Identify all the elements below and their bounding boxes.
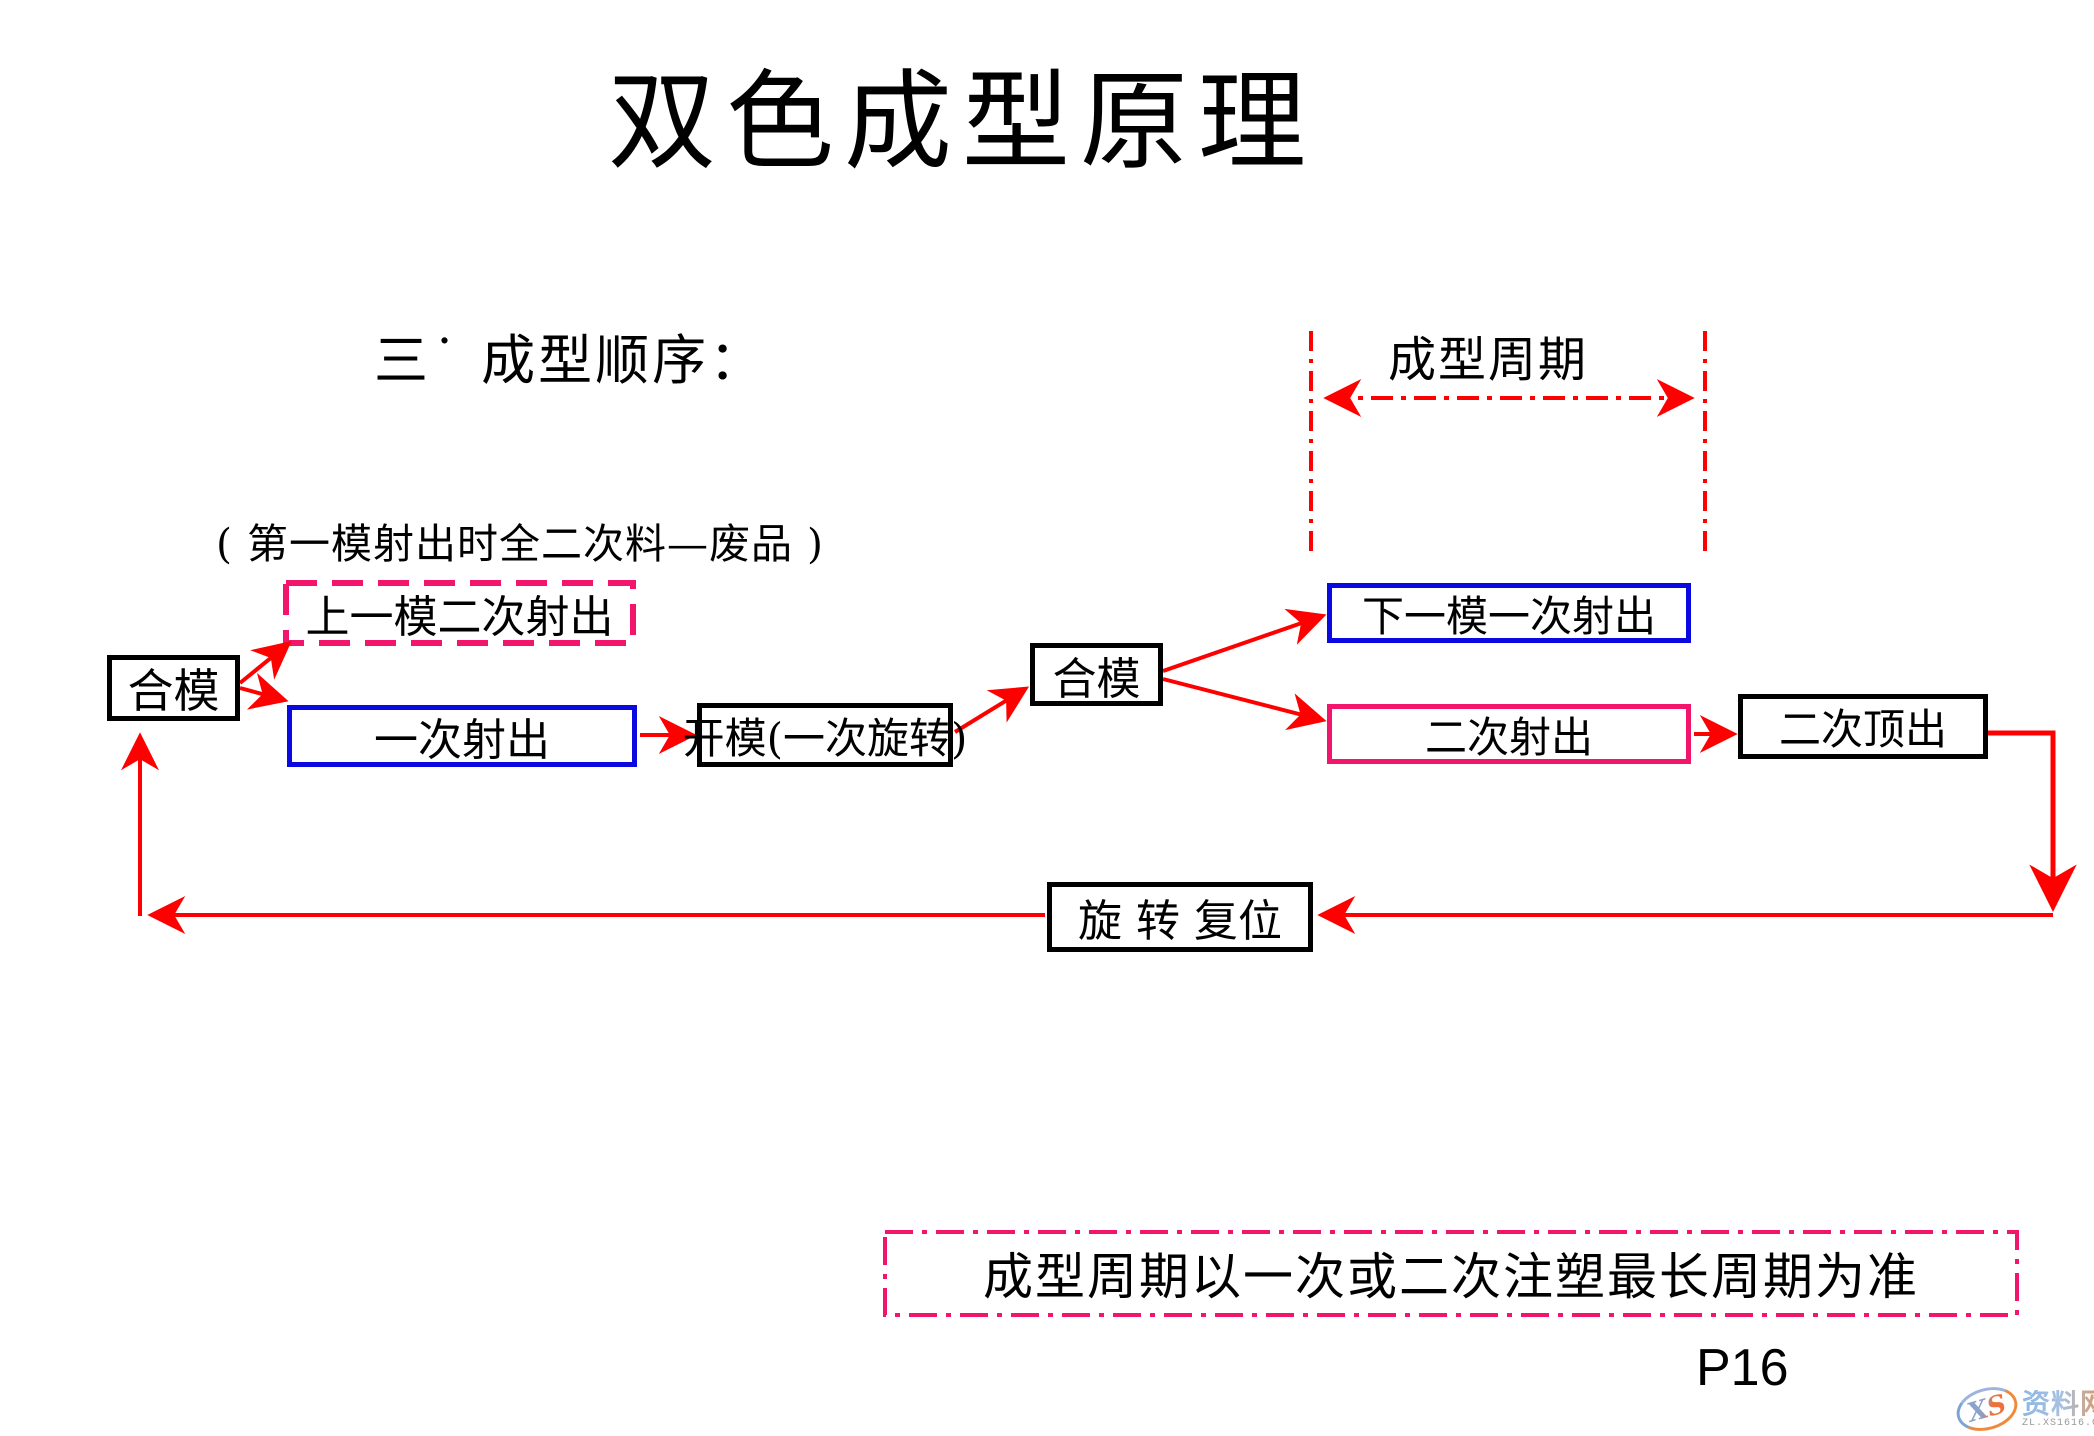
box-second-shot-label: 二次射出 — [1424, 712, 1593, 762]
cycle-footnote: 成型周期以一次或二次注塑最长周期为准 — [983, 1248, 1919, 1306]
box-clamp-2-label: 合模 — [1052, 653, 1141, 705]
box-clamp-1-label: 合模 — [127, 664, 220, 718]
box-rotate-reset: 旋 转 复位 — [1047, 882, 1313, 952]
watermark-text-block: 资料网 ZL.XS1616.COM — [2022, 1389, 2094, 1429]
scrap-note: ( 第一模射出时全二次料—废品 ) — [216, 520, 825, 568]
box-first-shot-label: 一次射出 — [374, 715, 550, 766]
arrow-clamp1-to-first-shot — [239, 672, 289, 710]
page-number: P16 — [1696, 1339, 1789, 1397]
box-prev-mold-second-shot-label: 上一模二次射出 — [305, 592, 614, 643]
watermark-logo-oval: XS — [1951, 1380, 2023, 1436]
box-second-shot: 二次射出 — [1327, 704, 1691, 764]
prev-mold-second-shot-frame — [283, 580, 636, 646]
arrow-open-mold-to-clamp2 — [953, 686, 1030, 734]
arrow-clamp2-to-second-shot — [1162, 677, 1327, 731]
watermark-site-name: 资料网 — [2022, 1389, 2094, 1418]
line-second-eject-down — [1988, 730, 2077, 912]
watermark: XS 资料网 ZL.XS1616.COM — [1951, 1380, 2094, 1436]
watermark-site-url: ZL.XS1616.COM — [2022, 1417, 2094, 1429]
watermark-logo-text: XS — [1964, 1389, 2010, 1429]
box-open-mold-rotate: 开模(一次旋转) — [683, 703, 967, 767]
arrow-clamp1-to-prev-second — [238, 641, 292, 685]
box-rotate-reset-label: 旋 转 复位 — [1078, 896, 1282, 947]
footnote-frame — [883, 1230, 2019, 1317]
box-second-eject-label: 二次顶出 — [1778, 705, 1947, 754]
page-title: 双色成型原理 — [607, 60, 1316, 185]
arrow-clamp2-to-next-first — [1162, 608, 1327, 673]
box-next-mold-first-shot: 下一模一次射出 — [1327, 583, 1691, 643]
box-open-mold-rotate-label: 开模(一次旋转) — [682, 713, 968, 763]
box-next-mold-first-shot-label: 下一模一次射出 — [1361, 591, 1656, 641]
molding-cycle-label: 成型周期 — [1388, 332, 1589, 388]
section-heading: 三˙ 成型顺序： — [374, 329, 767, 392]
box-first-shot: 一次射出 — [287, 705, 637, 767]
box-prev-mold-second-shot: 上一模二次射出 — [283, 580, 636, 646]
box-clamp-1: 合模 — [107, 655, 240, 721]
box-second-eject: 二次顶出 — [1738, 694, 1988, 759]
box-clamp-2: 合模 — [1030, 643, 1163, 706]
